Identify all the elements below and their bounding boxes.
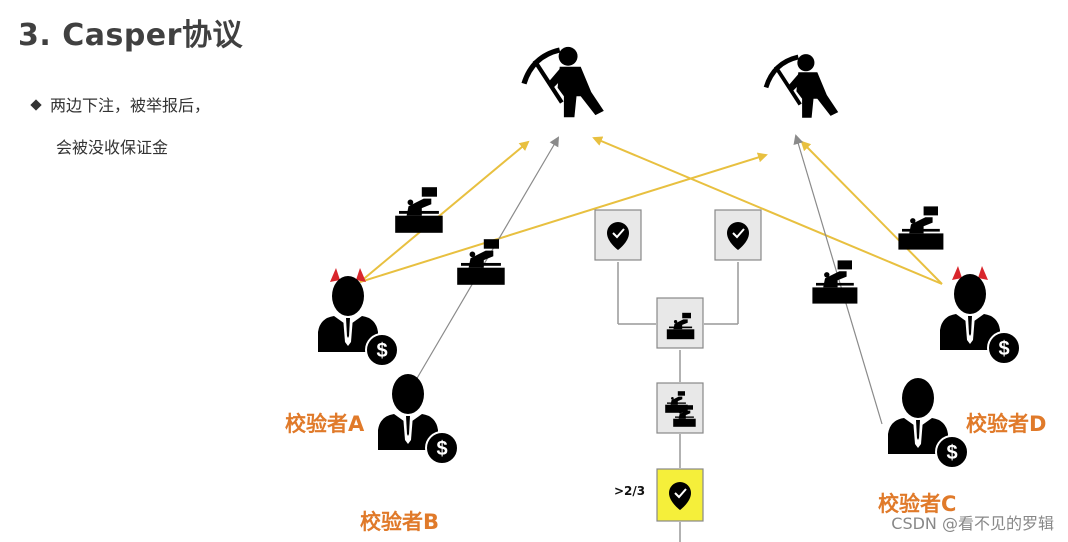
checkpoint-box-right: [714, 209, 762, 261]
validator-b-icon: [377, 373, 459, 465]
threshold-label: >2/3: [614, 484, 646, 498]
validator-a-label: 校验者A: [285, 412, 365, 436]
watermark: CSDN @看不见的罗辑: [891, 514, 1054, 533]
vote-box-multi: [656, 382, 704, 434]
vote-box-merge: [656, 297, 704, 349]
vote-icon-a1: [395, 187, 443, 233]
validator-d-label: 校验者D: [966, 412, 1047, 436]
slide-title: 3. Casper协议: [18, 18, 243, 53]
chain-lines: [617, 262, 739, 542]
bullet-point: 两边下注，被举报后，: [30, 92, 211, 116]
arrows: [359, 134, 943, 425]
checkpoint-box-left: [594, 209, 642, 261]
validator-a-icon: [317, 268, 399, 367]
bullet-text-line2: 会被没收保证金: [56, 138, 169, 157]
validator-c-label: 校验者C: [878, 492, 957, 516]
validator-c-icon: [887, 377, 969, 469]
vote-icon-d: [898, 206, 944, 250]
miner-icon-right: [766, 54, 838, 118]
validator-b-label: 校验者B: [360, 510, 440, 534]
bullet-text-line1: 两边下注，被举报后，: [50, 96, 211, 115]
vote-icon-b: [457, 239, 505, 285]
validator-d-icon: [939, 266, 1021, 365]
miner-icon-left: [524, 47, 604, 117]
finalized-checkpoint-box: [656, 468, 704, 522]
